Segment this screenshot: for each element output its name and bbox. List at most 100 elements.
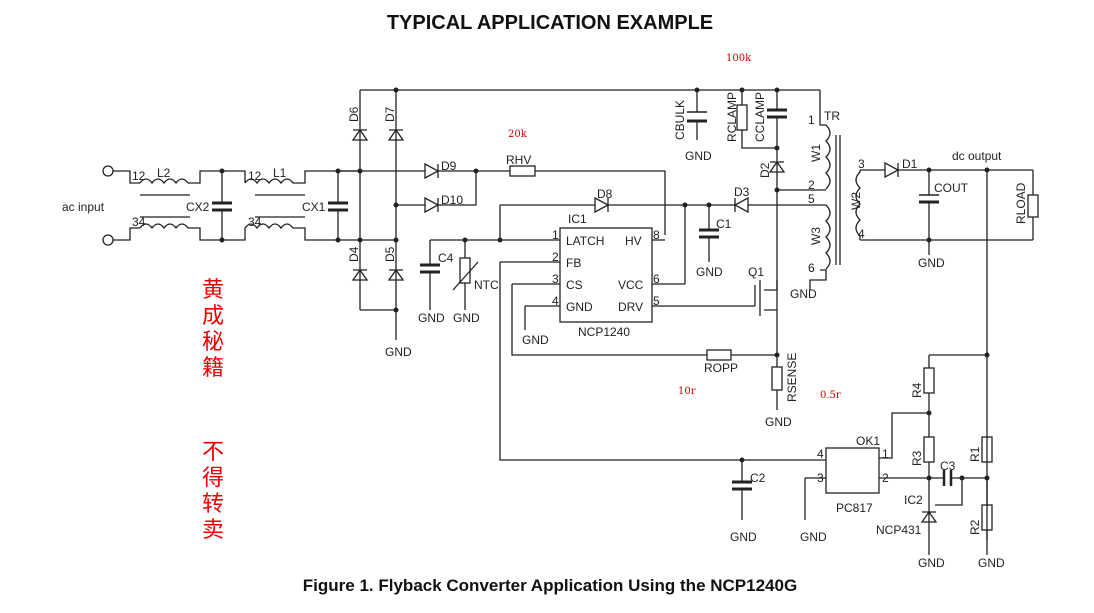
c2-label: C2 [750, 471, 766, 485]
d2-label: D2 [758, 162, 772, 178]
d4-label: D4 [347, 246, 361, 262]
tr-pin3: 3 [858, 157, 865, 171]
gnd-ntc: GND [453, 311, 480, 325]
ok1-label: OK1 [856, 434, 880, 448]
d1-label: D1 [902, 157, 918, 171]
rhv-label: RHV [506, 153, 531, 167]
inductor-l2 [139, 170, 222, 241]
rclamp-label: RCLAMP [725, 92, 739, 142]
c3-label: C3 [940, 459, 956, 473]
c4-label: C4 [438, 251, 454, 265]
l2-pin34: 34 [132, 215, 146, 229]
gnd-ic1: GND [522, 333, 549, 347]
gnd-cout: GND [918, 256, 945, 270]
gnd-c4: GND [418, 311, 445, 325]
ok1-pin2: 2 [882, 471, 889, 485]
ic1-pin4-num: 4 [552, 294, 559, 308]
tr-pin5: 5 [808, 192, 815, 206]
ic1-pin1-num: 1 [552, 228, 559, 242]
tr-label: TR [824, 109, 840, 123]
cbulk-label: CBULK [673, 100, 687, 140]
ic1-pin6-num: 6 [653, 272, 660, 286]
l1-pin12: 12 [248, 169, 262, 183]
capacitor-cx1 [328, 168, 360, 243]
ic1-pin8-num: 8 [653, 228, 660, 242]
gnd-r2: GND [978, 556, 1005, 570]
hv-startup-path [338, 162, 666, 235]
ic1-pin-fb: FB [566, 256, 581, 270]
d7-label: D7 [383, 106, 397, 122]
clamp-network [687, 87, 820, 290]
figure-caption: Figure 1. Flyback Converter Application … [302, 576, 798, 595]
d6-label: D6 [347, 106, 361, 122]
rclamp-value: 100k [726, 53, 752, 64]
ok1-pin3: 3 [817, 471, 824, 485]
ic1-pin3-num: 3 [552, 272, 559, 286]
cx2-label: CX2 [186, 200, 210, 214]
c4-ntc [420, 237, 479, 310]
ic1-pin2-num: 2 [552, 250, 559, 264]
rhv-value: 20k [508, 129, 528, 140]
ic1-pin5-num: 5 [653, 294, 660, 308]
l1-label: L1 [273, 166, 287, 180]
vcc-supply [685, 196, 820, 262]
ic2-part: NCP431 [876, 523, 922, 537]
watermark-line1: 黄成秘籍 [201, 278, 224, 381]
l2-label: L2 [157, 166, 171, 180]
ok1-part: PC817 [836, 501, 873, 515]
gnd-ok1: GND [800, 530, 827, 544]
ic1-pin-drv: DRV [618, 300, 643, 314]
ic1-pin-cs: CS [566, 278, 583, 292]
ok1-pin1: 1 [882, 447, 889, 461]
ic1-part: NCP1240 [578, 325, 630, 339]
bridge-rectifier [351, 87, 820, 340]
ok1-pin4: 4 [817, 447, 824, 461]
cclamp-label: CCLAMP [753, 92, 767, 142]
tr-pin4: 4 [858, 227, 865, 241]
ic1-pin-latch: LATCH [566, 234, 604, 248]
tr-pin1: 1 [808, 113, 815, 127]
inductor-l1 [244, 170, 338, 241]
d10-label: D10 [441, 193, 463, 207]
cout-label: COUT [934, 181, 969, 195]
d3-label: D3 [734, 185, 750, 199]
gnd-w3: GND [790, 287, 817, 301]
r4-label: R4 [910, 382, 924, 398]
l2-pin12: 12 [132, 169, 146, 183]
ic1-pin-gnd: GND [566, 300, 593, 314]
r1-label: R1 [968, 446, 982, 462]
ropp-label: ROPP [704, 361, 738, 375]
d9-label: D9 [441, 159, 457, 173]
diagram-title: TYPICAL APPLICATION EXAMPLE [386, 12, 714, 34]
r2-label: R2 [968, 519, 982, 535]
d8-label: D8 [597, 187, 613, 201]
ic1-label: IC1 [568, 212, 587, 226]
gnd-bridge: GND [385, 345, 412, 359]
w3-label: W3 [809, 227, 823, 245]
ic1-pin-vcc: VCC [618, 278, 644, 292]
w2-label: W2 [849, 192, 863, 210]
ac-input-terminals [102, 165, 140, 246]
dc-output-label: dc output [952, 149, 1002, 163]
d5-label: D5 [383, 246, 397, 262]
ic1-pin-hv: HV [625, 234, 642, 248]
capacitor-cx2 [212, 168, 246, 243]
transformer-tr [809, 90, 1033, 290]
tr-pin6: 6 [808, 261, 815, 275]
watermark-line2: 不得转卖 [201, 440, 224, 543]
ropp-value: 10r [678, 386, 696, 397]
gnd-c1: GND [696, 265, 723, 279]
rload-label: RLOAD [1014, 182, 1028, 224]
cx1-label: CX1 [302, 200, 326, 214]
q1-label: Q1 [748, 265, 764, 279]
feedback-network [499, 262, 993, 555]
rsense-value: 0.5r [820, 390, 841, 401]
gnd-ic2: GND [918, 556, 945, 570]
l1-pin34: 34 [248, 215, 262, 229]
w1-label: W1 [809, 144, 823, 162]
gnd-rsense: GND [765, 415, 792, 429]
r3-label: R3 [910, 450, 924, 466]
ac-input-label: ac input [62, 200, 105, 214]
c1-label: C1 [716, 217, 732, 231]
